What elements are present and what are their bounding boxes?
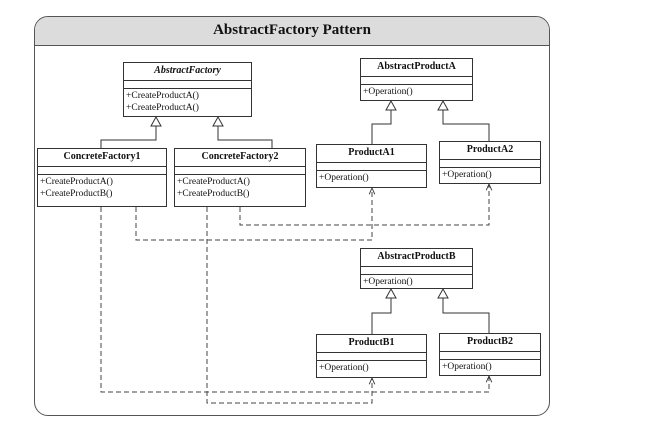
operations-compartment: +CreateProductA() +CreateProductB() [38,175,166,201]
operation: +Operation() [363,277,413,287]
generalization-concrete-factory-2 [212,115,273,148]
operations-compartment: +CreateProductA() +CreateProductB() [175,175,305,201]
class-abstract-product-a: AbstractProductA +Operation() [360,58,473,101]
class-name: ProductA1 [317,145,426,163]
class-product-b1: ProductB1 +Operation() [316,334,427,378]
operation: +Operation() [319,363,369,373]
class-product-a2: ProductA2 +Operation() [439,141,541,184]
operation: +CreateProductB() [40,189,113,199]
dependency-factory-1-product-b2 [100,207,489,393]
class-product-a1: ProductA1 +Operation() [316,144,427,188]
class-name: ProductA2 [440,142,540,160]
generalization-concrete-factory-1 [100,115,162,148]
class-name: ConcreteFactory1 [38,149,166,167]
operations-compartment: +Operation() [361,85,472,99]
diagram-header: AbstractFactory Pattern [35,17,549,46]
class-name: AbstractFactory [124,63,251,81]
operation: +Operation() [363,87,413,97]
dependency-factory-2-product-a2 [239,184,489,226]
generalization-product-a1 [371,99,397,144]
attributes-compartment [124,81,251,89]
operation: +Operation() [442,170,492,180]
operation: +Operation() [442,362,492,372]
attributes-compartment [38,167,166,175]
operations-compartment: +Operation() [317,361,426,375]
class-abstract-product-b: AbstractProductB +Operation() [360,248,473,289]
dependency-factory-1-product-a1 [135,188,372,241]
diagram-title: AbstractFactory Pattern [213,22,371,38]
dependency-factory-2-product-b1 [206,207,372,404]
attributes-compartment [361,267,472,275]
operations-compartment: +CreateProductA() +CreateProductA() [124,89,251,115]
operation: +CreateProductA() [126,91,199,101]
operation: +CreateProductA() [177,177,250,187]
operation: +CreateProductB() [177,189,250,199]
operation: +Operation() [319,173,369,183]
attributes-compartment [317,353,426,361]
class-name: ProductB1 [317,335,426,353]
generalization-product-b2 [437,287,490,333]
attributes-compartment [361,77,472,85]
generalization-product-b1 [371,287,397,334]
class-product-b2: ProductB2 +Operation() [439,333,541,376]
operation: +CreateProductA() [40,177,113,187]
class-concrete-factory-1: ConcreteFactory1 +CreateProductA() +Crea… [37,148,167,207]
attributes-compartment [440,160,540,168]
attributes-compartment [317,163,426,171]
attributes-compartment [440,352,540,360]
class-name: ConcreteFactory2 [175,149,305,167]
operation: +CreateProductA() [126,103,199,113]
operations-compartment: +Operation() [361,275,472,289]
class-name: AbstractProductA [361,59,472,77]
class-name: AbstractProductB [361,249,472,267]
attributes-compartment [175,167,305,175]
class-concrete-factory-2: ConcreteFactory2 +CreateProductA() +Crea… [174,148,306,207]
generalization-product-a2 [437,99,490,141]
class-name: ProductB2 [440,334,540,352]
operations-compartment: +Operation() [317,171,426,185]
operations-compartment: +Operation() [440,168,540,182]
class-abstract-factory: AbstractFactory +CreateProductA() +Creat… [123,62,252,117]
operations-compartment: +Operation() [440,360,540,374]
